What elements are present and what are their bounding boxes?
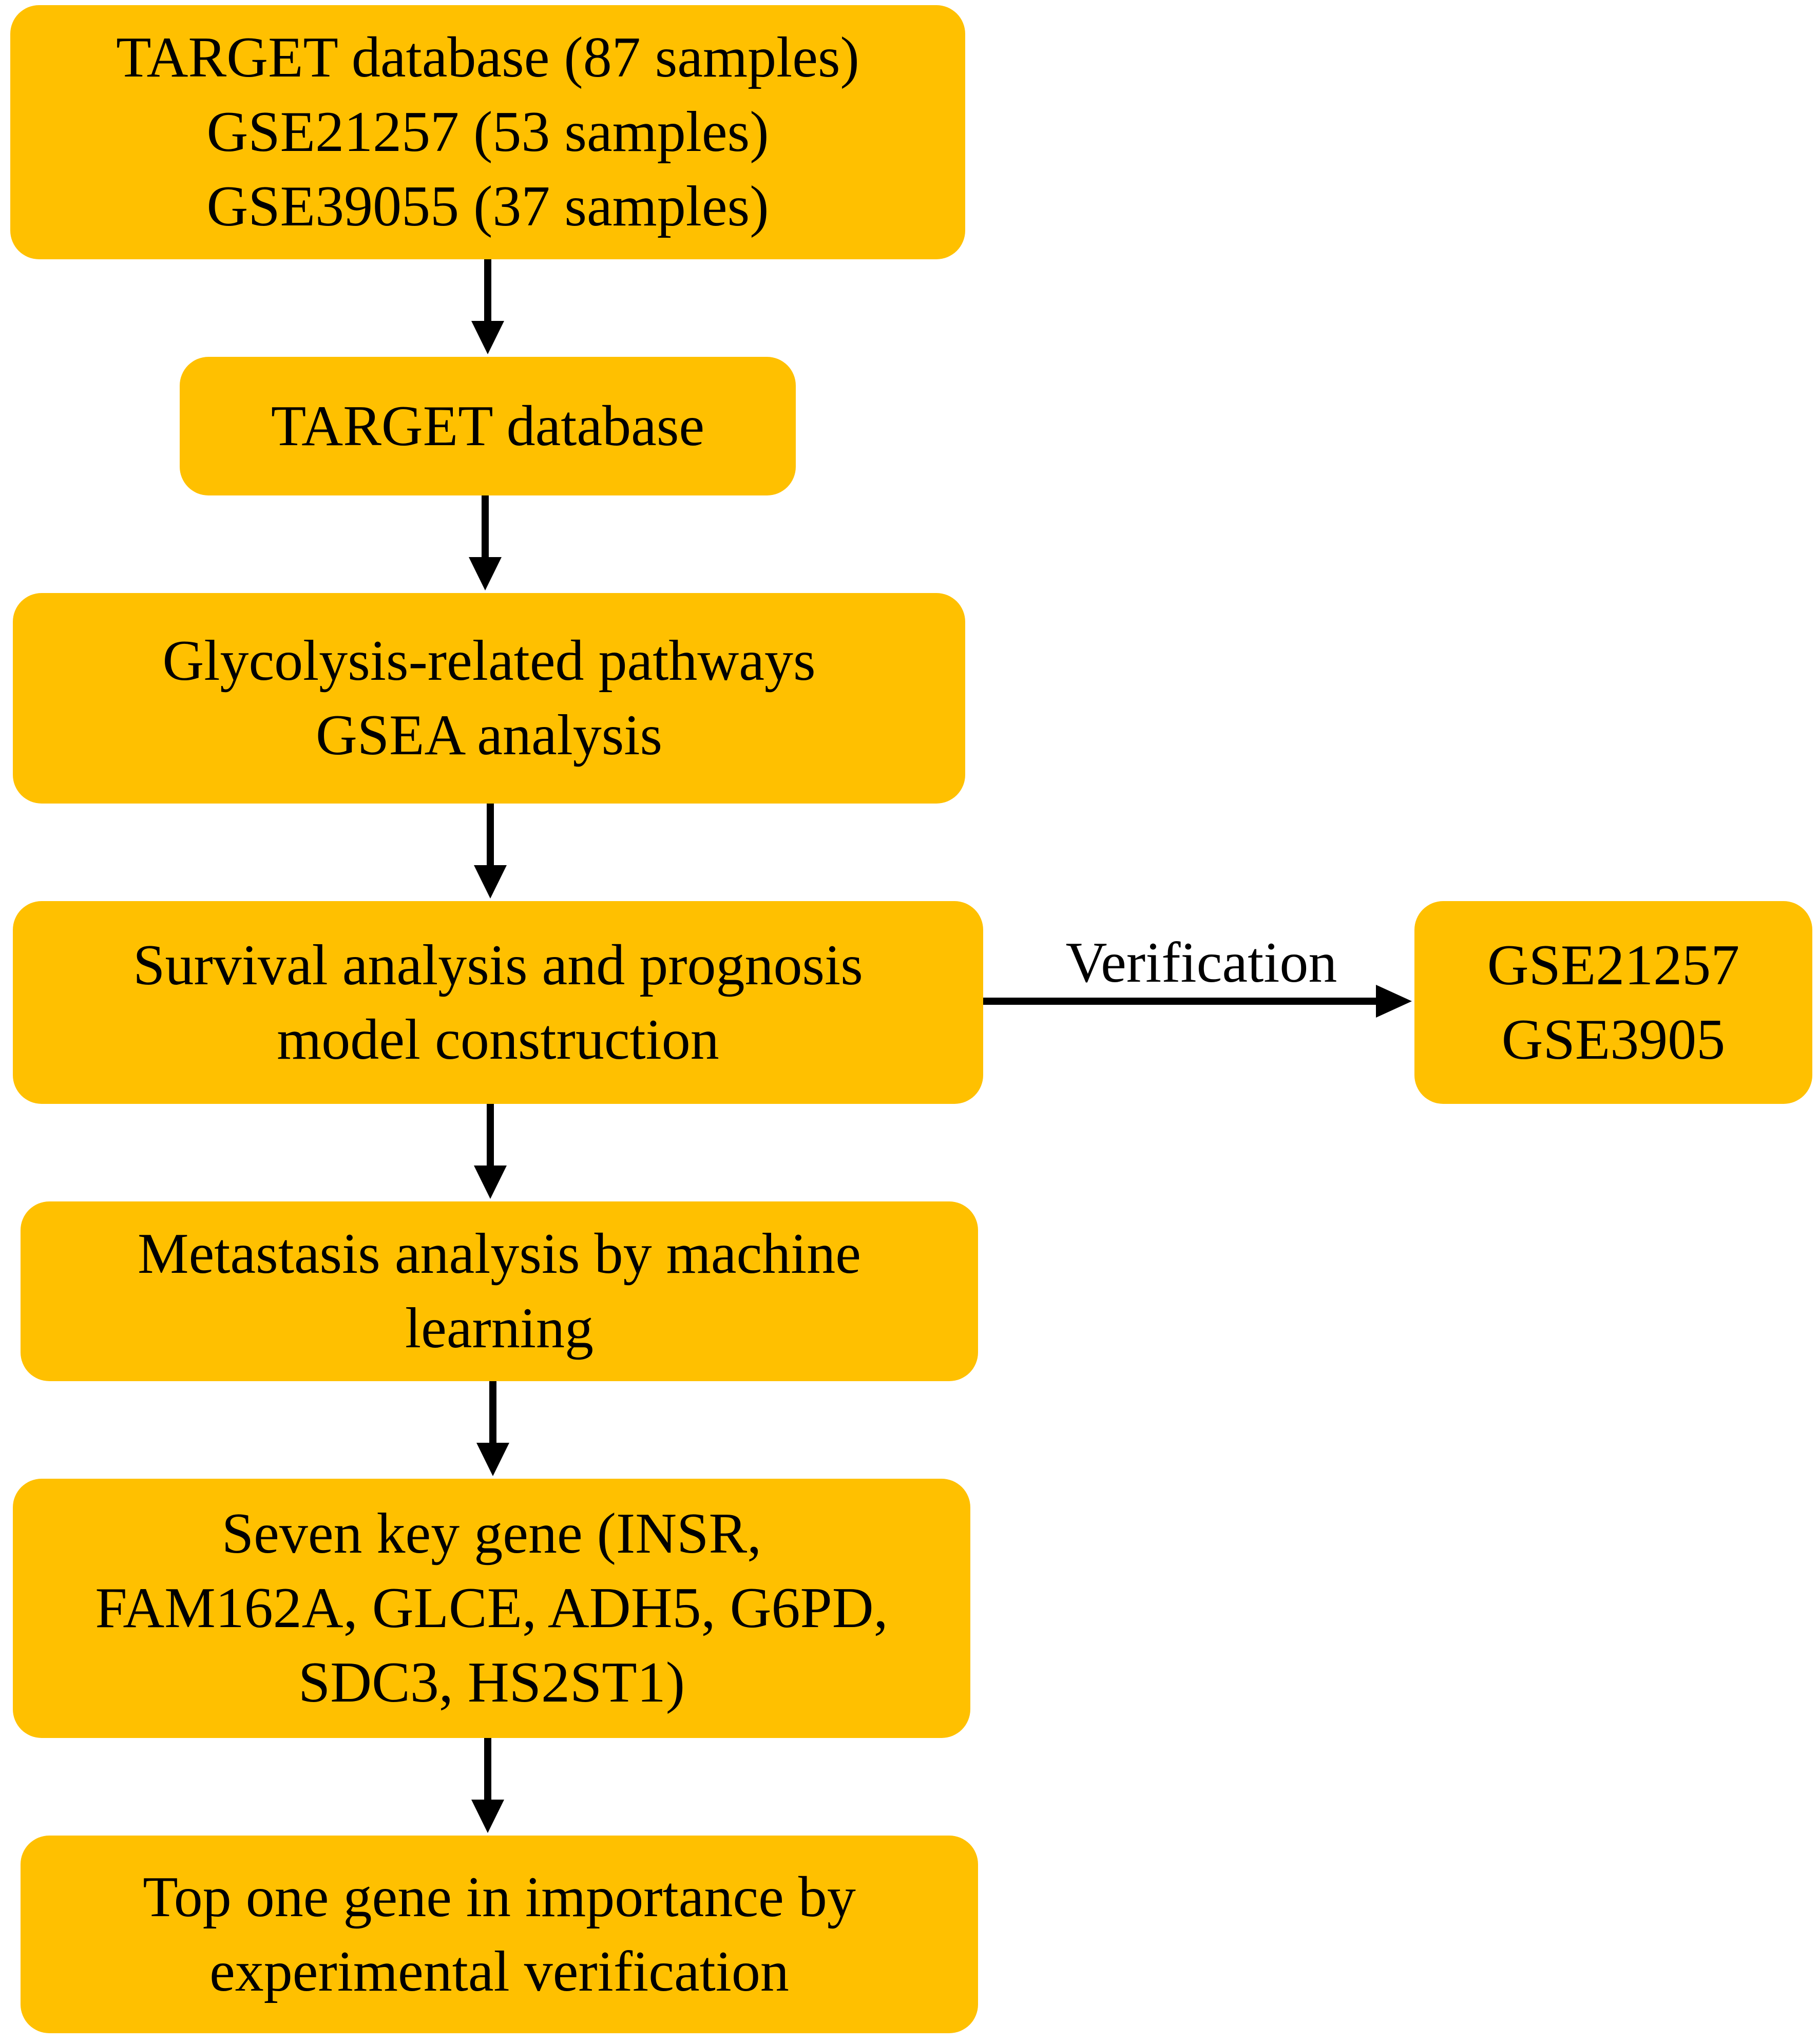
- survival-prognosis-box: Survival analysis and prognosis model co…: [13, 901, 983, 1104]
- arrow-data-sources-to-target-database: [471, 259, 504, 354]
- box-line: GSE3905: [1501, 1007, 1726, 1072]
- seven-key-genes-text: Seven key gene (INSR, FAM162A, GLCE, ADH…: [95, 1497, 888, 1720]
- box-line: Seven key gene (INSR,: [221, 1502, 762, 1565]
- arrow-glycolysis-gsea-to-survival-prognosis: [474, 804, 507, 899]
- box-line: Glycolysis-related pathways: [162, 629, 816, 693]
- box-line: Top one gene in importance by: [143, 1865, 856, 1929]
- target-database-box: TARGET database: [180, 357, 796, 495]
- box-line: Metastasis analysis by machine: [137, 1222, 861, 1286]
- glycolysis-gsea-text: Glycolysis-related pathways GSEA analysi…: [162, 624, 815, 773]
- box-line: GSE21257: [1487, 933, 1740, 997]
- validation-sets-box: GSE21257 GSE3905: [1414, 901, 1812, 1104]
- box-line: GSEA analysis: [315, 703, 663, 767]
- box-line: model construction: [277, 1007, 719, 1072]
- box-line: TARGET database (87 samples): [116, 26, 859, 89]
- glycolysis-gsea-box: Glycolysis-related pathways GSEA analysi…: [13, 593, 965, 804]
- arrow-target-database-to-glycolysis-gsea: [469, 495, 502, 590]
- arrow-metastasis-ml-to-seven-key-genes: [476, 1381, 509, 1476]
- box-line: FAM162A, GLCE, ADH5, G6PD,: [95, 1576, 888, 1640]
- box-line: experimental verification: [209, 1939, 789, 2003]
- arrow-survival-prognosis-to-metastasis-ml: [474, 1104, 507, 1199]
- box-line: TARGET database: [271, 394, 705, 458]
- target-database-text: TARGET database: [271, 389, 704, 464]
- box-line: SDC3, HS2ST1): [298, 1651, 685, 1714]
- box-line: GSE39055 (37 samples): [206, 175, 769, 238]
- metastasis-ml-text: Metastasis analysis by machine learning: [138, 1217, 861, 1366]
- data-sources-text: TARGET database (87 samples) GSE21257 (5…: [116, 21, 859, 244]
- seven-key-genes-box: Seven key gene (INSR, FAM162A, GLCE, ADH…: [13, 1479, 970, 1738]
- survival-prognosis-text: Survival analysis and prognosis model co…: [133, 928, 863, 1077]
- box-line: Survival analysis and prognosis: [133, 933, 863, 997]
- top-gene-verification-box: Top one gene in importance by experiment…: [21, 1836, 978, 2033]
- box-line: learning: [405, 1296, 593, 1360]
- arrow-seven-key-genes-to-top-gene-verification: [471, 1738, 504, 1833]
- top-gene-verification-text: Top one gene in importance by experiment…: [143, 1860, 856, 2009]
- metastasis-ml-box: Metastasis analysis by machine learning: [21, 1201, 978, 1381]
- arrow-survival-prognosis-to-validation-sets: [983, 985, 1412, 1018]
- data-sources-box: TARGET database (87 samples) GSE21257 (5…: [10, 5, 965, 259]
- box-line: GSE21257 (53 samples): [206, 100, 769, 164]
- verification-label: Verification: [1065, 931, 1337, 995]
- validation-sets-text: GSE21257 GSE3905: [1487, 928, 1740, 1077]
